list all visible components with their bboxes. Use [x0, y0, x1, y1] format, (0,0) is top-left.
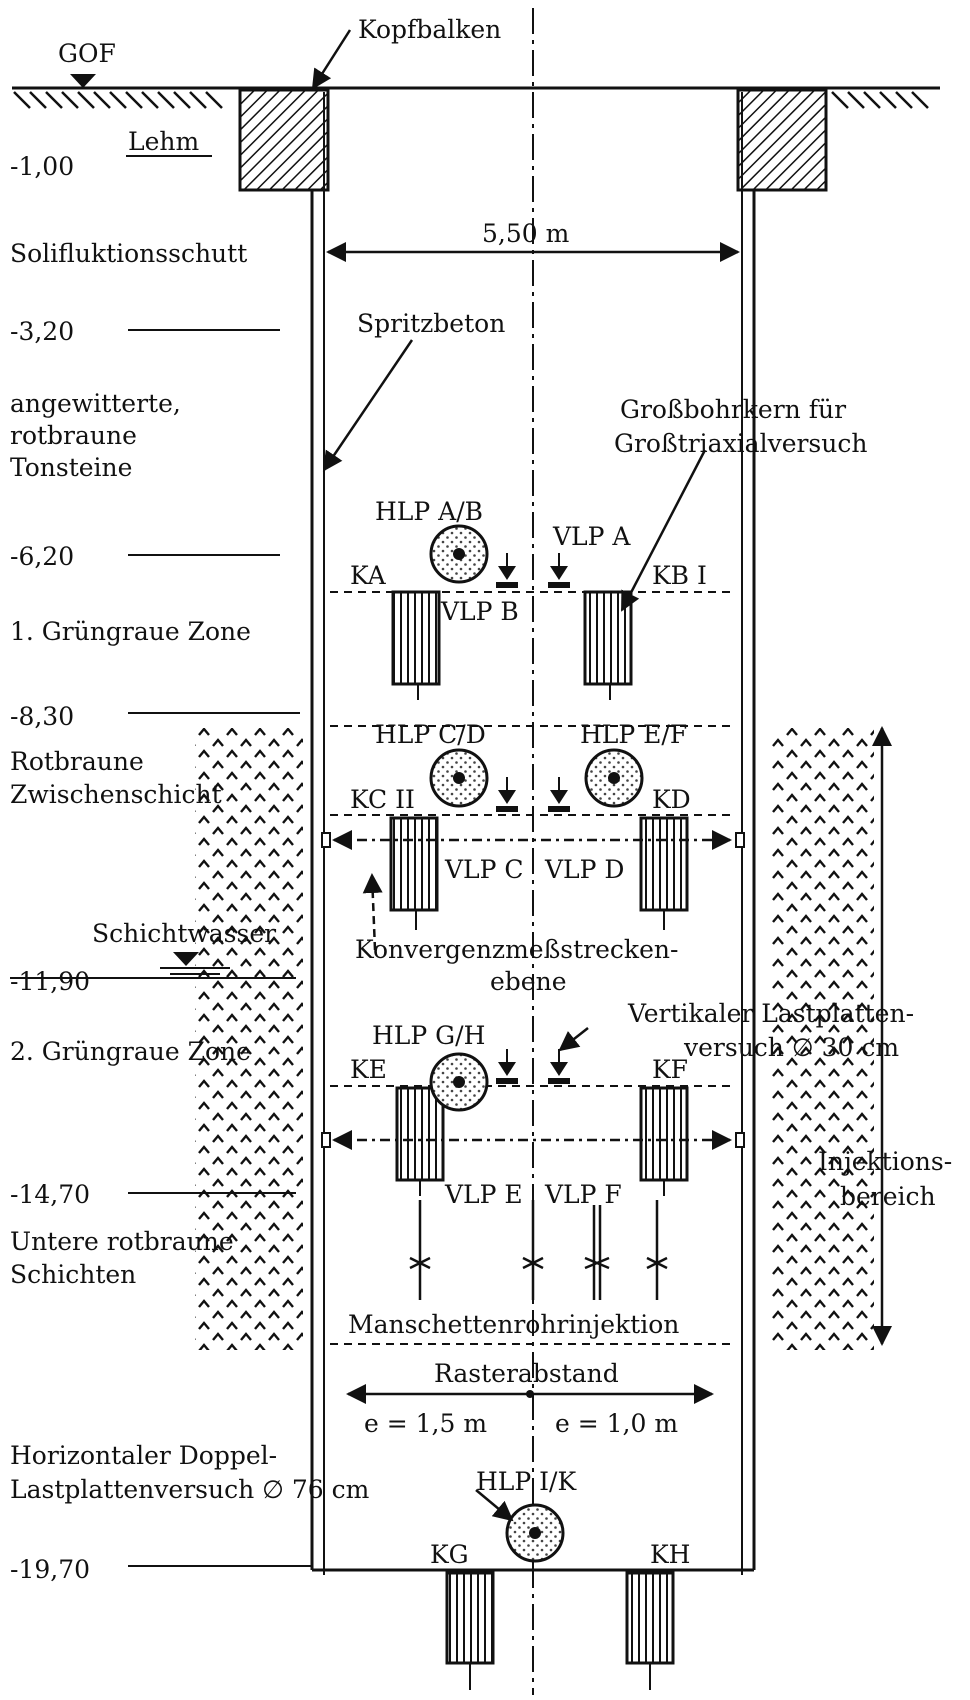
core-kf	[639, 1086, 689, 1182]
layer-label: Tonsteine	[10, 453, 132, 482]
layer-label: Untere rotbraune	[10, 1227, 234, 1256]
core-kg	[445, 1571, 495, 1665]
core-ke	[395, 1086, 445, 1182]
core-label: KG	[430, 1540, 469, 1569]
kopfbalken-label: Kopfbalken	[358, 15, 501, 44]
hlp-gh-icon	[429, 1052, 489, 1112]
hlp-label: HLP C/D	[375, 720, 486, 749]
vlp-label: VLP A	[552, 522, 631, 551]
depth-label: -1,00	[10, 152, 74, 181]
gof-marker-icon	[70, 74, 96, 88]
depth-label: -11,90	[10, 967, 90, 996]
vlp-markers	[496, 553, 570, 1084]
hlp-ik-icon	[505, 1503, 565, 1563]
raster-center-dot	[526, 1390, 534, 1398]
hlp-cd-icon	[429, 748, 489, 808]
schichtwasser-label: Schichtwasser	[92, 919, 276, 948]
core-label: KE	[350, 1055, 387, 1084]
grossbohrkern-label-1: Großbohrkern für	[620, 395, 846, 424]
core-label: KF	[652, 1055, 688, 1084]
vlp-e-icon	[496, 1049, 518, 1084]
vlp-a-icon	[548, 553, 570, 588]
layer-label: rotbraune	[10, 421, 137, 450]
konvergenz-label-2: ebene	[490, 967, 567, 996]
depth-label: -6,20	[10, 542, 74, 571]
diameter-label: 5,50 m	[482, 219, 570, 248]
vlp-label: VLP C	[444, 855, 524, 884]
layer-label: Solifluktionsschutt	[10, 239, 247, 268]
leader-arrows	[311, 29, 707, 1522]
horizontaler-label-2: Lastplattenversuch ∅ 76 cm	[10, 1475, 370, 1504]
core-kd	[639, 816, 689, 912]
lehm-label: Lehm	[128, 127, 199, 156]
hlp-label: HLP A/B	[375, 497, 483, 526]
layer-label: 1. Grüngraue Zone	[10, 617, 251, 646]
vlp-label: VLP D	[544, 855, 624, 884]
horizontaler-label-1: Horizontaler Doppel-	[10, 1441, 277, 1470]
hlp-label: HLP G/H	[372, 1021, 485, 1050]
core-samples	[389, 590, 689, 1690]
vlp-label: VLP B	[440, 597, 519, 626]
hlp-label: HLP I/K	[476, 1467, 577, 1496]
core-label: KB I	[652, 561, 707, 590]
core-ka	[391, 590, 441, 686]
injection-zone-left	[195, 728, 303, 1350]
layer-label: 2. Grüngraue Zone	[10, 1037, 251, 1066]
layer-label: Schichten	[10, 1260, 136, 1289]
spacing-right-label: e = 1,0 m	[555, 1409, 678, 1438]
depth-label: -8,30	[10, 702, 74, 731]
grossbohrkern-label-2: Großtriaxialversuch	[614, 429, 867, 458]
hlp-ab-icon	[429, 524, 489, 584]
injektion-label-2: bereich	[840, 1182, 936, 1211]
core-label: KD	[652, 785, 691, 814]
kopfbalken-left	[238, 88, 330, 192]
layer-label: Zwischenschicht	[10, 780, 222, 809]
depth-label: -19,70	[10, 1555, 90, 1584]
depth-label: -14,70	[10, 1180, 90, 1209]
hlp-label: HLP E/F	[580, 720, 687, 749]
layer-label: Rotbraune	[10, 747, 144, 776]
vlp-label: VLP F	[544, 1180, 622, 1209]
injektion-label-1: Injektions-	[818, 1147, 952, 1176]
hlp-plates	[429, 524, 644, 1563]
depth-label: -3,20	[10, 317, 74, 346]
vlp-f-icon	[548, 1049, 570, 1084]
vlp-b-icon	[496, 553, 518, 588]
core-label: KC II	[350, 785, 415, 814]
injection-zone-right	[770, 728, 874, 1350]
depth-lines	[10, 329, 312, 1567]
core-label: KA	[350, 561, 387, 590]
rasterabstand-label: Rasterabstand	[434, 1359, 619, 1388]
spacing-left-label: e = 1,5 m	[364, 1409, 487, 1438]
vlp-c-icon	[496, 777, 518, 812]
core-label: KH	[650, 1540, 690, 1569]
injection-pipes	[409, 1200, 668, 1300]
vlp-d-icon	[548, 777, 570, 812]
spritzbeton-label: Spritzbeton	[357, 309, 505, 338]
core-kh	[625, 1571, 675, 1665]
groundwater-marker-icon	[160, 952, 230, 975]
layer-label: angewitterte,	[10, 389, 181, 418]
ground-surface	[12, 74, 940, 109]
konvergenz-label-1: Konvergenzmeßstrecken-	[355, 935, 678, 964]
vlp-label: VLP E	[444, 1180, 523, 1209]
kopfbalken-right	[736, 88, 828, 192]
vertikaler-label-1: Vertikaler Lastplatten-	[627, 999, 914, 1028]
manschetten-label: Manschettenrohrinjektion	[348, 1310, 679, 1339]
core-kc	[389, 816, 439, 912]
gof-label: GOF	[58, 39, 116, 68]
level-lines	[330, 591, 730, 1345]
vertikaler-label-2: versuch ∅ 30 cm	[683, 1033, 899, 1062]
hlp-ef-icon	[584, 748, 644, 808]
